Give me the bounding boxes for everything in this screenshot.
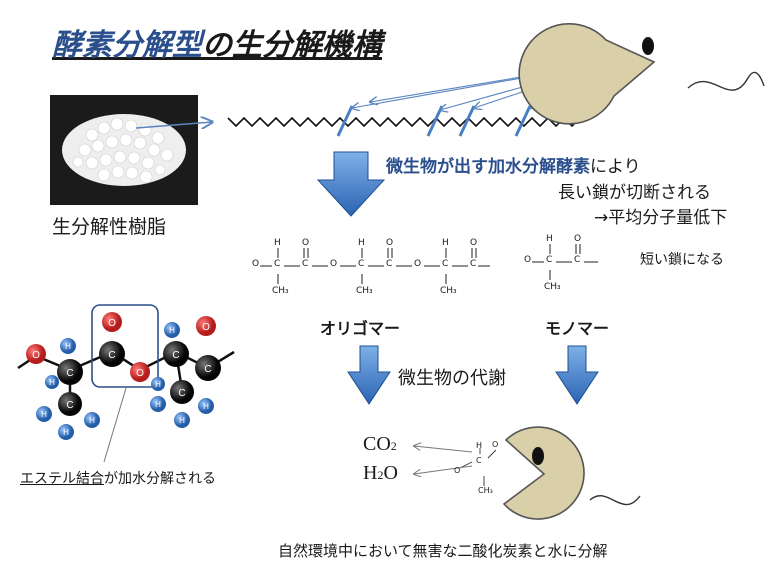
svg-text:C: C <box>172 350 179 361</box>
svg-text:H: H <box>169 326 175 335</box>
page-title: 酵素分解型の生分解機構 <box>52 20 382 64</box>
ester-molecule-model: O H C H C H H H O C O H C O C H C H H H <box>17 304 235 440</box>
svg-text:O: O <box>108 318 116 329</box>
svg-text:H: H <box>155 380 161 389</box>
to-h2o-arrow <box>414 465 473 474</box>
microbe-pacman-bottom <box>502 426 641 520</box>
oligomer-structure <box>260 248 490 284</box>
big-down-arrow <box>316 151 386 217</box>
pellet-to-chain-arrow <box>135 122 212 128</box>
monomer-structure <box>532 244 598 280</box>
chain-cut-marks <box>336 105 532 137</box>
resin-pellets-image <box>50 95 198 205</box>
enzyme-text-blue: 微生物が出す加水分解酵素 <box>386 157 590 177</box>
metabolism-text: 微生物の代謝 <box>398 368 506 389</box>
short-chain-text: 短い鎖になる <box>640 252 724 268</box>
title-enzyme-part: 酵素分解型 <box>52 28 202 63</box>
resin-label: 生分解性樹脂 <box>52 216 167 238</box>
polymer-chain <box>227 116 581 128</box>
ester-label-rest: が加水分解される <box>104 471 216 487</box>
enzyme-text-rest: により <box>590 157 641 177</box>
svg-text:H: H <box>89 416 95 425</box>
svg-text:H: H <box>63 428 69 437</box>
oligomer-down-arrow <box>347 345 391 405</box>
svg-text:C: C <box>66 368 73 379</box>
svg-text:C: C <box>108 350 115 361</box>
ester-label-underlined: エステル結合 <box>20 471 104 487</box>
h2o-label: H2O <box>363 462 398 484</box>
title-rest-part: の生分解機構 <box>202 28 382 63</box>
svg-text:H: H <box>203 402 209 411</box>
ester-bond-box <box>91 304 159 388</box>
final-text: 自然環境中において無害な二酸化炭素と水に分解 <box>278 542 608 560</box>
ester-pointer-line <box>103 387 127 463</box>
microbe-pacman-top <box>518 23 765 125</box>
svg-text:O: O <box>202 322 210 333</box>
oligomer-label: オリゴマー <box>320 319 401 338</box>
svg-text:O: O <box>32 350 40 361</box>
svg-text:H: H <box>179 416 185 425</box>
cut-text: 長い鎖が切断される <box>558 183 711 203</box>
monomer-down-arrow <box>555 345 599 405</box>
svg-text:O: O <box>136 368 144 379</box>
to-co2-arrow <box>414 446 473 453</box>
co2-label: CO2 <box>363 433 397 455</box>
svg-text:H: H <box>41 410 47 419</box>
ester-label: エステル結合が加水分解される <box>20 468 216 488</box>
svg-text:H: H <box>49 378 55 387</box>
svg-text:C: C <box>204 364 211 375</box>
molecular-weight-text: →平均分子量低下 <box>594 208 728 228</box>
enzyme-text: 微生物が出す加水分解酵素により <box>386 152 641 177</box>
monomer-label: モノマー <box>545 319 610 338</box>
svg-text:H: H <box>65 342 71 351</box>
svg-text:C: C <box>178 388 185 399</box>
svg-text:H: H <box>155 400 161 409</box>
svg-text:C: C <box>66 400 73 411</box>
